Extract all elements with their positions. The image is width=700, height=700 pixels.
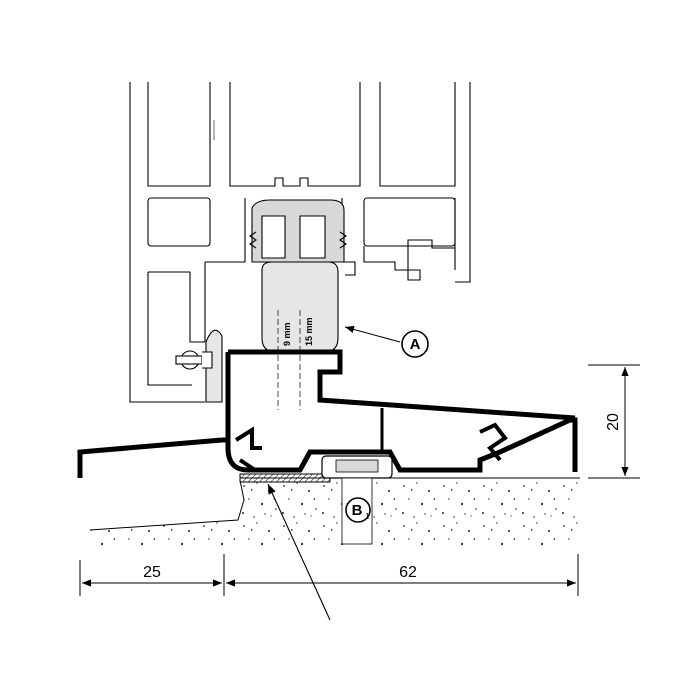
upper-gasket — [249, 199, 347, 263]
gasket-marking-9mm: 9 mm — [282, 322, 292, 346]
callout-a-label: A — [410, 336, 421, 353]
dimension-25-label: 25 — [143, 564, 161, 581]
callout-b-label: B — [352, 502, 363, 519]
callout-b1: B 1 — [345, 497, 371, 523]
sealing-strip-leader — [267, 483, 331, 621]
drop-seal-gasket: 9 mm 15 mm — [261, 261, 339, 410]
sash-frame — [129, 82, 471, 403]
dimension-62-label: 62 — [399, 564, 417, 581]
gasket-marking-15mm: 15 mm — [304, 317, 314, 346]
dimension-20-label: 20 — [605, 413, 622, 431]
callout-b-subscript: 1 — [365, 512, 370, 521]
sealing-strip — [239, 473, 331, 483]
glazing-clip — [175, 329, 223, 403]
vertical-dimension: 20 — [588, 364, 640, 479]
threshold-profile — [77, 349, 578, 478]
floor-substrate — [89, 477, 580, 548]
callout-a: A — [344, 325, 429, 358]
horizontal-dimensions: 25 62 — [79, 554, 579, 596]
